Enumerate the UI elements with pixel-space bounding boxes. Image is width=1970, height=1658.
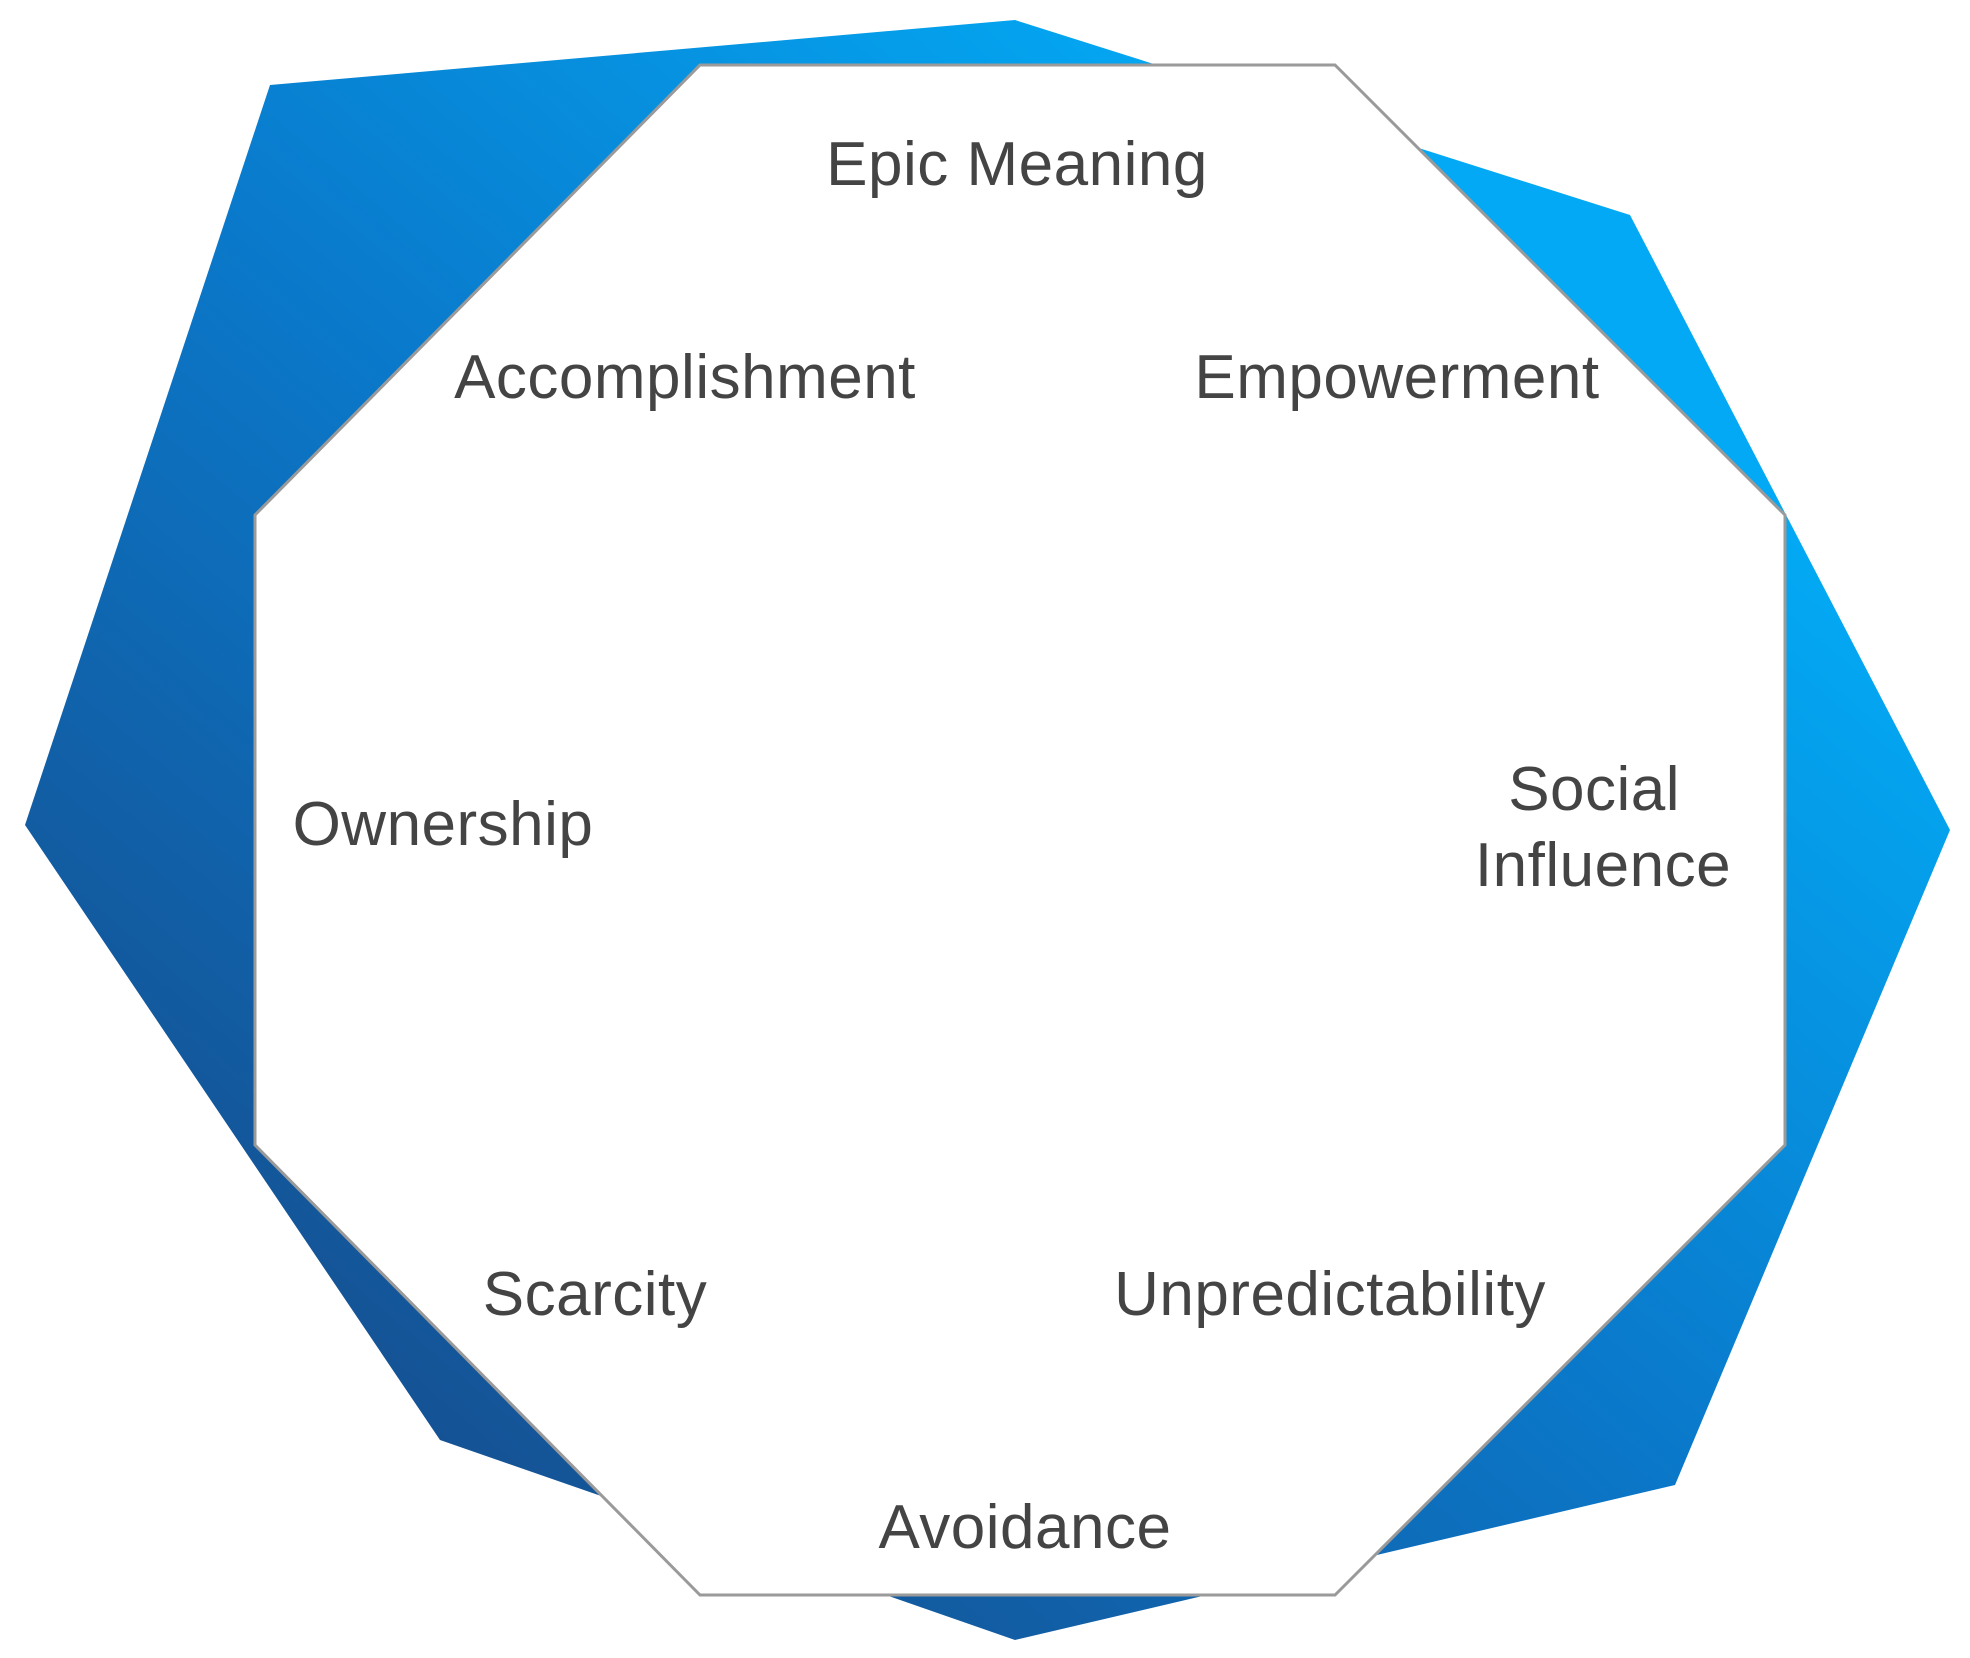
label-epic-meaning: Epic Meaning xyxy=(826,130,1208,199)
label-empowerment: Empowerment xyxy=(1194,343,1599,412)
inner-white-octagon xyxy=(253,63,1787,1597)
label-accomplishment: Accomplishment xyxy=(454,343,916,412)
label-unpredictability: Unpredictability xyxy=(1114,1260,1546,1329)
label-ownership: Ownership xyxy=(293,790,594,859)
label-avoidance: Avoidance xyxy=(879,1493,1172,1562)
label-scarcity: Scarcity xyxy=(483,1260,707,1329)
label-social-influence: Social Influence xyxy=(1475,755,1731,900)
